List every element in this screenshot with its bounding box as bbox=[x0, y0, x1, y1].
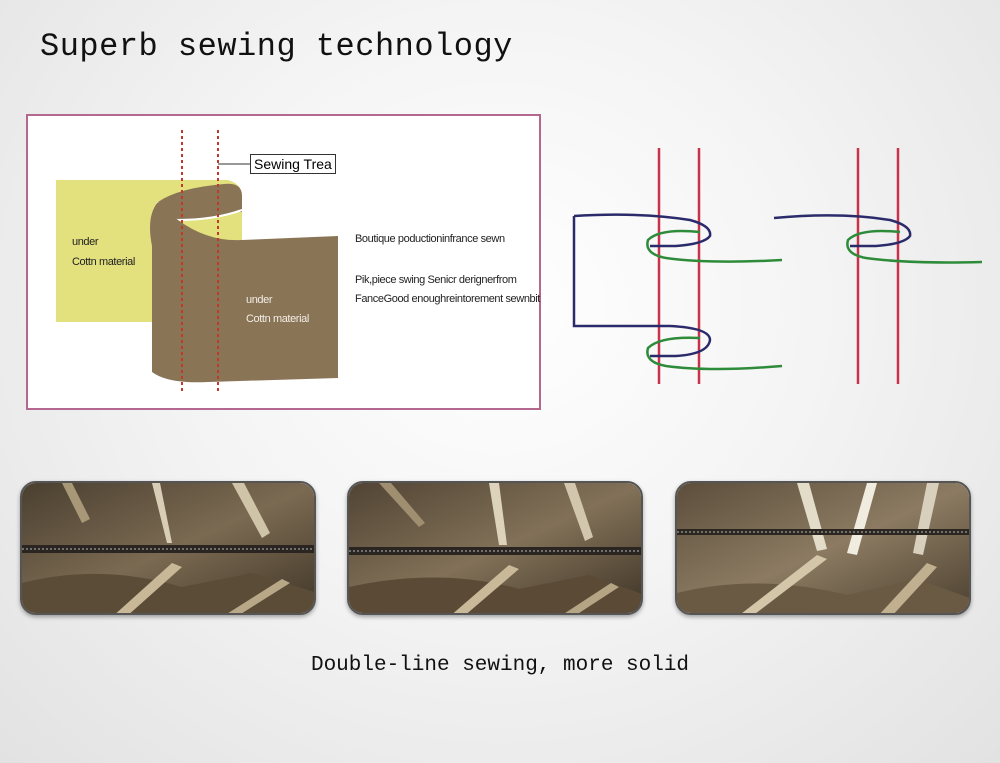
lower-thread-2 bbox=[646, 336, 783, 371]
caption: Double-line sewing, more solid bbox=[310, 654, 690, 677]
description-line-3: FanceGood enoughreintorement sewnbit bbox=[355, 293, 540, 305]
description-line-2: Pik,piece swing Senicr derignerfrom bbox=[355, 274, 517, 286]
brown-fabric-curl bbox=[156, 183, 242, 220]
upper-thread-1 bbox=[572, 213, 712, 358]
lower-thread-3 bbox=[846, 229, 983, 264]
description-line-1: Boutique poductioninfrance sewn bbox=[355, 233, 505, 245]
brown-fabric-panel bbox=[150, 202, 338, 383]
lower-thread-1 bbox=[646, 229, 783, 263]
yellow-label-under: under bbox=[72, 236, 99, 248]
stitch-loop-diagram bbox=[572, 148, 983, 384]
brown-label-material: Cottn material bbox=[246, 313, 309, 325]
fabric-layer-diagram: Sewing Trea under Cottn material under C… bbox=[26, 114, 541, 410]
fabric-layers-illustration bbox=[56, 130, 338, 394]
camo-seam-photo-3 bbox=[675, 481, 971, 615]
page-title: Superb sewing technology bbox=[40, 28, 513, 65]
camo-seam-photo-2 bbox=[347, 481, 643, 615]
sewing-thread-callout: Sewing Trea bbox=[250, 154, 336, 174]
yellow-label-material: Cottn material bbox=[72, 256, 135, 268]
brown-label-under: under bbox=[246, 294, 273, 306]
camo-seam-photo-1 bbox=[20, 481, 316, 615]
upper-thread-2 bbox=[773, 214, 912, 248]
